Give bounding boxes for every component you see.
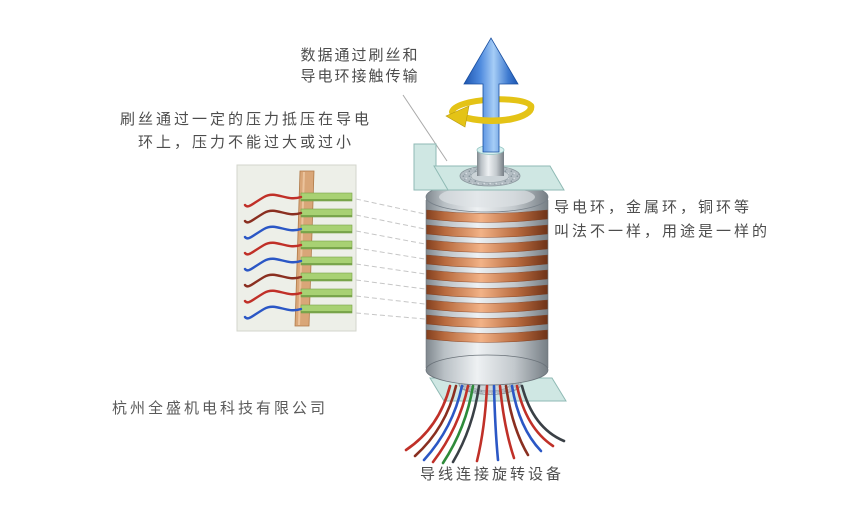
annotation-data-transfer: 数据通过刷丝和 导电环接触传输	[285, 45, 435, 87]
annotation-line: 数据通过刷丝和	[300, 46, 420, 64]
up-arrow-icon	[463, 37, 519, 153]
annotation-lead-wires: 导线连接旋转设备	[420, 465, 565, 483]
copper-rings	[426, 209, 548, 343]
slip-ring-cylinder	[425, 181, 549, 386]
annotation-brush-pressure: 刷丝通过一定的压力抵压在导电 环上，压力不能过大或过小	[100, 108, 392, 154]
brush-blocks	[300, 192, 353, 314]
brush-wires	[243, 193, 303, 320]
annotation-ring-names: 导电环，金属环，铜环等 叫法不一样，用途是一样的	[554, 195, 770, 243]
brush-detail-inset	[236, 164, 357, 332]
rotation-ring-front	[445, 102, 535, 128]
top-mount-plate	[413, 143, 565, 191]
dashed-pointer-lines	[355, 198, 426, 320]
annotation-line: 导电环接触传输	[300, 67, 420, 85]
company-name: 杭州全盛机电科技有限公司	[112, 399, 329, 417]
annotation-line: 环上，压力不能过大或过小	[137, 133, 354, 151]
leader-line	[402, 94, 448, 162]
annotation-line: 叫法不一样，用途是一样的	[554, 222, 771, 240]
annotation-line: 导电环，金属环，铜环等	[554, 198, 753, 216]
annotation-line: 刷丝通过一定的压力抵压在导电	[119, 110, 372, 128]
lead-wires	[404, 384, 566, 465]
